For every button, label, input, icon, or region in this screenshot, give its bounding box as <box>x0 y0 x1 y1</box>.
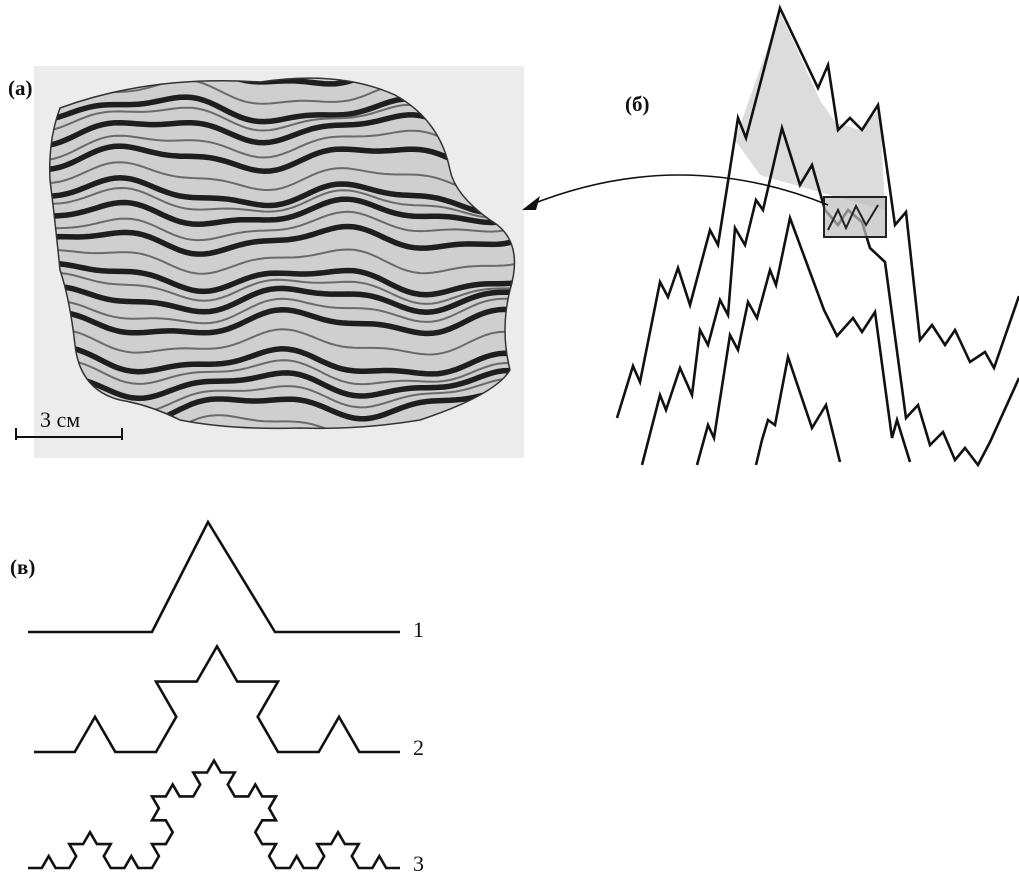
rock-band <box>49 260 515 298</box>
rock-band <box>49 271 515 305</box>
rock-band <box>49 78 515 90</box>
rock-band <box>49 297 515 325</box>
rock-band <box>49 306 515 337</box>
rock-band <box>49 196 515 228</box>
panel-b-label: (б) <box>625 92 650 116</box>
shaded-region <box>735 12 885 210</box>
panel-b-diagram <box>615 4 1019 468</box>
fractal-curve-second <box>640 123 1019 468</box>
rock-band <box>49 328 515 356</box>
scale-bar-label: 3 см <box>40 407 81 432</box>
zoom-arrow <box>522 174 829 210</box>
rock-band <box>49 186 515 219</box>
koch-curve-2 <box>34 643 400 754</box>
rock-band <box>49 210 515 242</box>
rock-outline <box>48 77 516 430</box>
panel-a-label: (а) <box>8 76 33 100</box>
rock-band <box>49 248 515 275</box>
rock-band <box>49 344 515 377</box>
rock-band <box>49 367 515 402</box>
curve-label-3: 3 <box>413 851 424 876</box>
zoom-highlight-box <box>823 196 887 238</box>
scale-bar <box>15 428 123 440</box>
panel-c-diagram <box>28 519 400 870</box>
rock-band <box>49 223 515 257</box>
fractal-curve-inner <box>754 351 842 466</box>
rock-band <box>49 284 515 315</box>
fractal-curve-outer <box>615 4 1019 419</box>
koch-curve-1 <box>28 519 400 634</box>
rock-band <box>49 175 515 216</box>
rock-band <box>49 359 515 386</box>
koch-curve-3 <box>28 758 400 870</box>
fractal-curve-third <box>695 213 912 466</box>
panel-c-label: (в) <box>10 555 36 579</box>
curve-label-1: 1 <box>413 617 424 642</box>
curve-label-2: 2 <box>413 735 424 760</box>
